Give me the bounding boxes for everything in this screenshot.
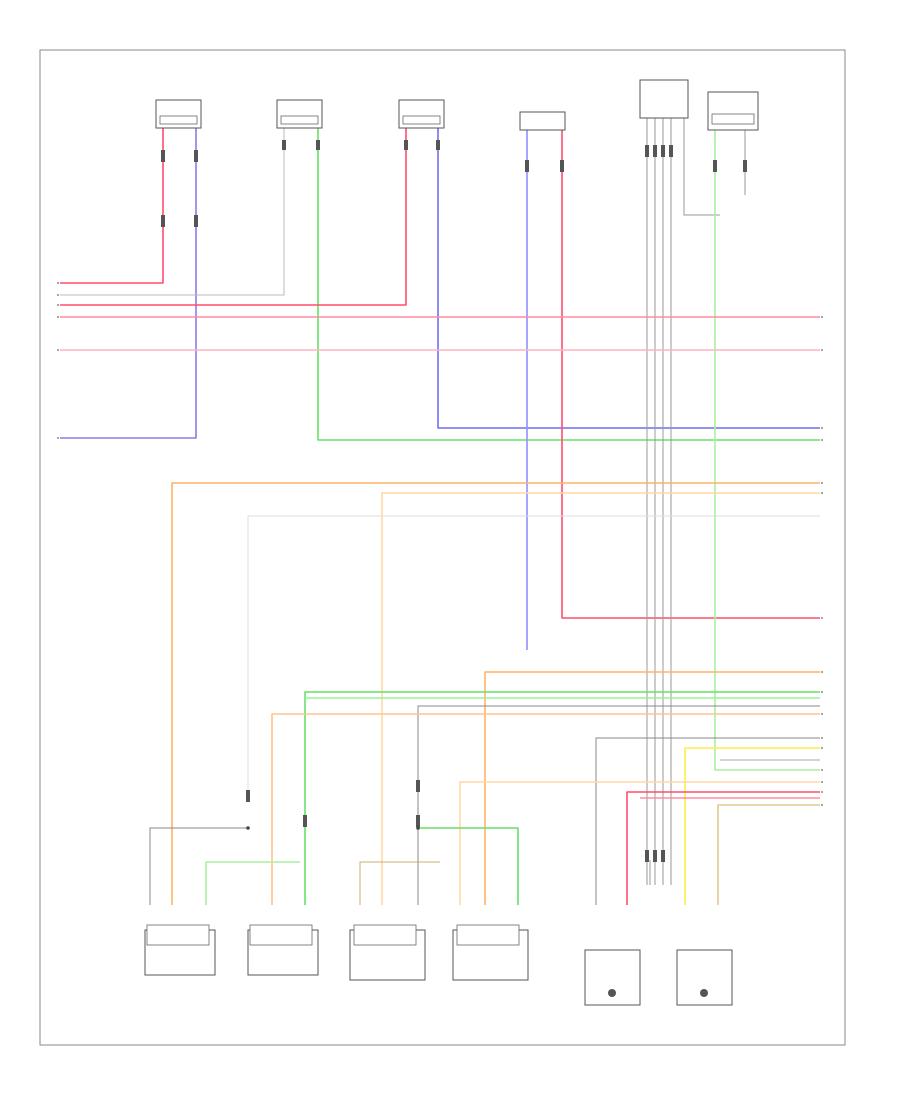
diagram-frame [39,49,846,1046]
wire-tan-1 [717,804,820,905]
wire-red-3 [561,130,820,619]
bottom-icons [608,989,708,997]
inline-connector [194,150,198,162]
wire-peach-1 [381,492,820,905]
inline-connector [282,140,286,150]
wire-orange-3 [271,713,820,905]
inline-connector [404,140,408,150]
splice-dot [246,826,250,830]
splice-dot [416,826,420,830]
inline-connector [645,145,649,157]
terminal [821,713,823,715]
wire-yellow-1 [684,747,820,905]
terminal [821,349,823,351]
terminal [57,316,59,318]
inline-connector [525,160,529,172]
inline-connector [661,145,665,157]
connector-top-3 [402,115,441,125]
terminal [57,294,59,296]
terminal [821,791,823,793]
component-top-5 [639,79,689,119]
wire-gray-6 [683,115,720,216]
terminal [57,349,59,351]
wire-gray-8 [417,705,820,905]
wire-gray-11 [149,827,248,905]
wire-gray-9 [595,737,820,905]
sensor-2-connector [249,924,313,946]
inline-connector [653,850,657,862]
camera-icon [700,989,708,997]
camera-icon [608,989,616,997]
splices [246,826,420,830]
terminal [821,737,823,739]
component-top-4 [519,111,566,131]
inline-connector [194,215,198,227]
wire-green-1 [317,128,820,441]
wire-tan-2 [359,861,440,905]
wire-orange-1 [171,482,820,905]
wire-lightgreen-2 [205,861,300,905]
terminal [57,437,59,439]
inline-connector [416,815,420,827]
terminal [821,781,823,783]
wire-blue-1 [60,128,197,439]
inline-connector [645,850,649,862]
wire-lightgray-1 [247,515,820,800]
wire-red-2 [60,128,407,306]
terminal [821,427,823,429]
wires [60,115,820,905]
terminal [821,747,823,749]
inline-connector [416,780,420,792]
wire-gray-1 [60,128,285,296]
inline-connector [303,815,307,827]
terminal [821,316,823,318]
terminal [821,671,823,673]
wire-green-2 [304,691,820,905]
wire-orange-2 [484,671,820,905]
terminal [57,282,59,284]
terminal [821,617,823,619]
terminal [821,482,823,484]
wire-blue-2 [437,128,820,429]
sensor-3-connector [353,924,417,946]
inline-connector [669,145,673,157]
inline-connector [653,145,657,157]
wire-green-4 [418,827,519,905]
inline-connector [713,160,717,172]
edge-terminals [57,282,823,806]
wire-lightgreen-1 [714,130,820,771]
wire-red-1 [60,128,164,284]
inline-connector [316,140,320,150]
connector-top-1 [159,115,198,125]
inline-connector [436,140,440,150]
top-components [155,79,759,131]
wire-peach-2 [459,781,820,905]
terminal [821,492,823,494]
inline-connector [560,160,564,172]
sensor-4-connector [456,924,520,946]
inline-connector [161,215,165,227]
terminal [821,804,823,806]
terminal [821,439,823,441]
terminal [821,769,823,771]
connector-top-2 [280,115,319,125]
terminal [821,691,823,693]
inline-connector [743,160,747,172]
inline-connector [161,150,165,162]
sensor-1-connector [146,924,210,946]
inline-connector [246,790,250,802]
bottom-components [144,924,733,1006]
inline-connectors [161,140,747,862]
connector-top-6 [711,113,755,125]
wire-red-4 [626,791,820,905]
terminal [57,304,59,306]
inline-connector [661,850,665,862]
